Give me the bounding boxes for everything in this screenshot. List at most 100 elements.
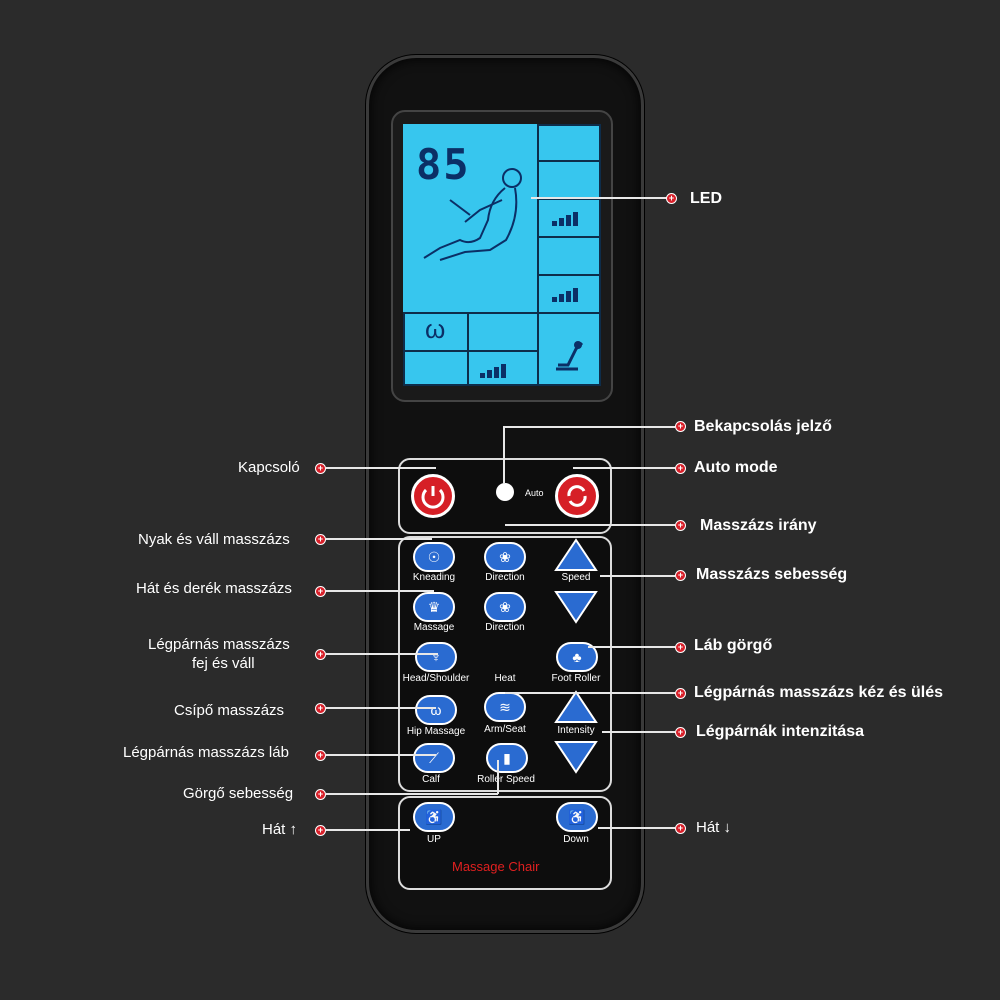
up-label: UP — [427, 834, 441, 845]
callout-dot: + — [315, 789, 326, 800]
head-shoulder-button[interactable]: ♆ — [415, 642, 457, 672]
brand-label: Massage Chair — [452, 859, 540, 874]
callout-line — [505, 524, 675, 526]
speed-label: Speed — [561, 572, 591, 583]
power-icon — [421, 486, 445, 509]
callout-line — [497, 760, 499, 794]
callout-switch: Kapcsoló — [238, 459, 300, 476]
callout-back-up: Hát ↑ — [262, 821, 298, 838]
lcd-cell — [537, 160, 601, 200]
callout-line — [326, 590, 434, 592]
callout-massage-speed: Masszázs sebesség — [696, 566, 848, 583]
intensity-up-button[interactable] — [554, 690, 598, 724]
callout-dot: + — [315, 463, 326, 474]
callout-dot: + — [675, 570, 686, 581]
callout-led: LED — [690, 190, 722, 207]
chair-icon — [556, 341, 584, 371]
head-shoulder-label: Head/Shoulder — [402, 673, 470, 684]
callout-line — [503, 426, 505, 484]
direction-label-2: Direction — [485, 622, 525, 633]
auto-mode-button[interactable] — [555, 474, 599, 518]
lcd-cell — [537, 236, 601, 276]
callout-airbag-head-1: Légpárnás masszázs — [148, 636, 290, 653]
callout-back-down: Hát ↓ — [696, 819, 732, 836]
callout-line — [326, 467, 436, 469]
calf-label: Calf — [422, 774, 440, 785]
power-button[interactable] — [411, 474, 455, 518]
callout-dot: + — [675, 688, 686, 699]
callout-line — [326, 653, 438, 655]
lcd-cell — [467, 312, 539, 352]
direction-button-1[interactable]: ❀ — [484, 542, 526, 572]
speed-up-button[interactable] — [554, 538, 598, 572]
callout-line — [573, 467, 675, 469]
back-down-button[interactable]: ♿ — [556, 802, 598, 832]
callout-airbag-intensity: Légpárnák intenzitása — [696, 723, 865, 740]
callout-dot: + — [675, 823, 686, 834]
callout-dot: + — [315, 825, 326, 836]
callout-hip: Csípő masszázs — [174, 702, 285, 719]
callout-back-waist: Hát és derék masszázs — [136, 580, 292, 597]
kneading-button[interactable]: ☉ — [413, 542, 455, 572]
callout-foot-roller: Láb görgő — [694, 637, 773, 654]
massage-button[interactable]: ♛ — [413, 592, 455, 622]
callout-dot: + — [675, 463, 686, 474]
callout-neck-shoulder: Nyak és váll masszázs — [138, 531, 290, 548]
arm-seat-button[interactable]: ≋ — [484, 692, 526, 722]
callout-line — [600, 575, 675, 577]
down-label: Down — [563, 834, 589, 845]
lcd-cell — [403, 350, 469, 386]
reclining-figure-icon — [423, 168, 522, 261]
auto-label: Auto — [525, 488, 544, 498]
lcd-cell — [467, 350, 539, 386]
callout-line — [503, 426, 675, 428]
foot-roller-label: Foot Roller — [551, 673, 601, 684]
callout-dot: + — [315, 703, 326, 714]
callout-airbag-hand-seat: Légpárnás masszázs kéz és ülés — [694, 684, 944, 701]
callout-dot: + — [315, 649, 326, 660]
level-bars-icon — [552, 288, 578, 302]
callout-dot: + — [315, 586, 326, 597]
intensity-down-button[interactable] — [554, 740, 598, 774]
refresh-icon — [567, 485, 587, 507]
direction-button-2[interactable]: ❀ — [484, 592, 526, 622]
callout-line — [326, 754, 436, 756]
callout-massage-direction: Masszázs irány — [700, 517, 817, 534]
lcd-cell — [537, 124, 601, 162]
callout-line — [505, 692, 675, 694]
callout-auto-mode: Auto mode — [694, 459, 778, 476]
callout-dot: + — [315, 534, 326, 545]
roller-speed-label: Roller Speed — [477, 774, 535, 785]
callout-line — [531, 197, 671, 199]
callout-dot: + — [675, 520, 686, 531]
level-bars-icon — [480, 364, 506, 378]
calf-button[interactable]: ⟋ — [413, 743, 455, 773]
kneading-label: Kneading — [412, 572, 456, 583]
lcd-cell — [537, 312, 601, 386]
callout-dot: + — [315, 750, 326, 761]
callout-line — [602, 731, 675, 733]
speed-down-button[interactable] — [554, 590, 598, 624]
heat-label: Heat — [494, 673, 516, 684]
lcd-digits: 85 — [416, 140, 471, 189]
callout-line — [326, 707, 436, 709]
direction-label-1: Direction — [485, 572, 525, 583]
massage-label: Massage — [413, 622, 455, 633]
roller-speed-button[interactable]: ▮ — [486, 743, 528, 773]
callout-line — [326, 538, 432, 540]
hip-massage-button[interactable]: ω — [415, 695, 457, 725]
callout-roller-speed: Görgő sebesség — [183, 785, 294, 802]
callout-dot: + — [675, 727, 686, 738]
hip-massage-label: Hip Massage — [406, 726, 466, 737]
back-up-button[interactable]: ♿ — [413, 802, 455, 832]
callout-power-indicator: Bekapcsolás jelző — [694, 418, 832, 435]
arm-seat-label: Arm/Seat — [484, 724, 526, 735]
omega-icon: ω — [425, 314, 446, 344]
callout-dot: + — [666, 193, 677, 204]
callout-line — [588, 646, 675, 648]
callout-line — [326, 793, 498, 795]
callout-airbag-leg: Légpárnás masszázs láb — [123, 744, 289, 761]
power-indicator-led — [496, 483, 514, 501]
intensity-label: Intensity — [557, 725, 595, 736]
callout-dot: + — [675, 642, 686, 653]
